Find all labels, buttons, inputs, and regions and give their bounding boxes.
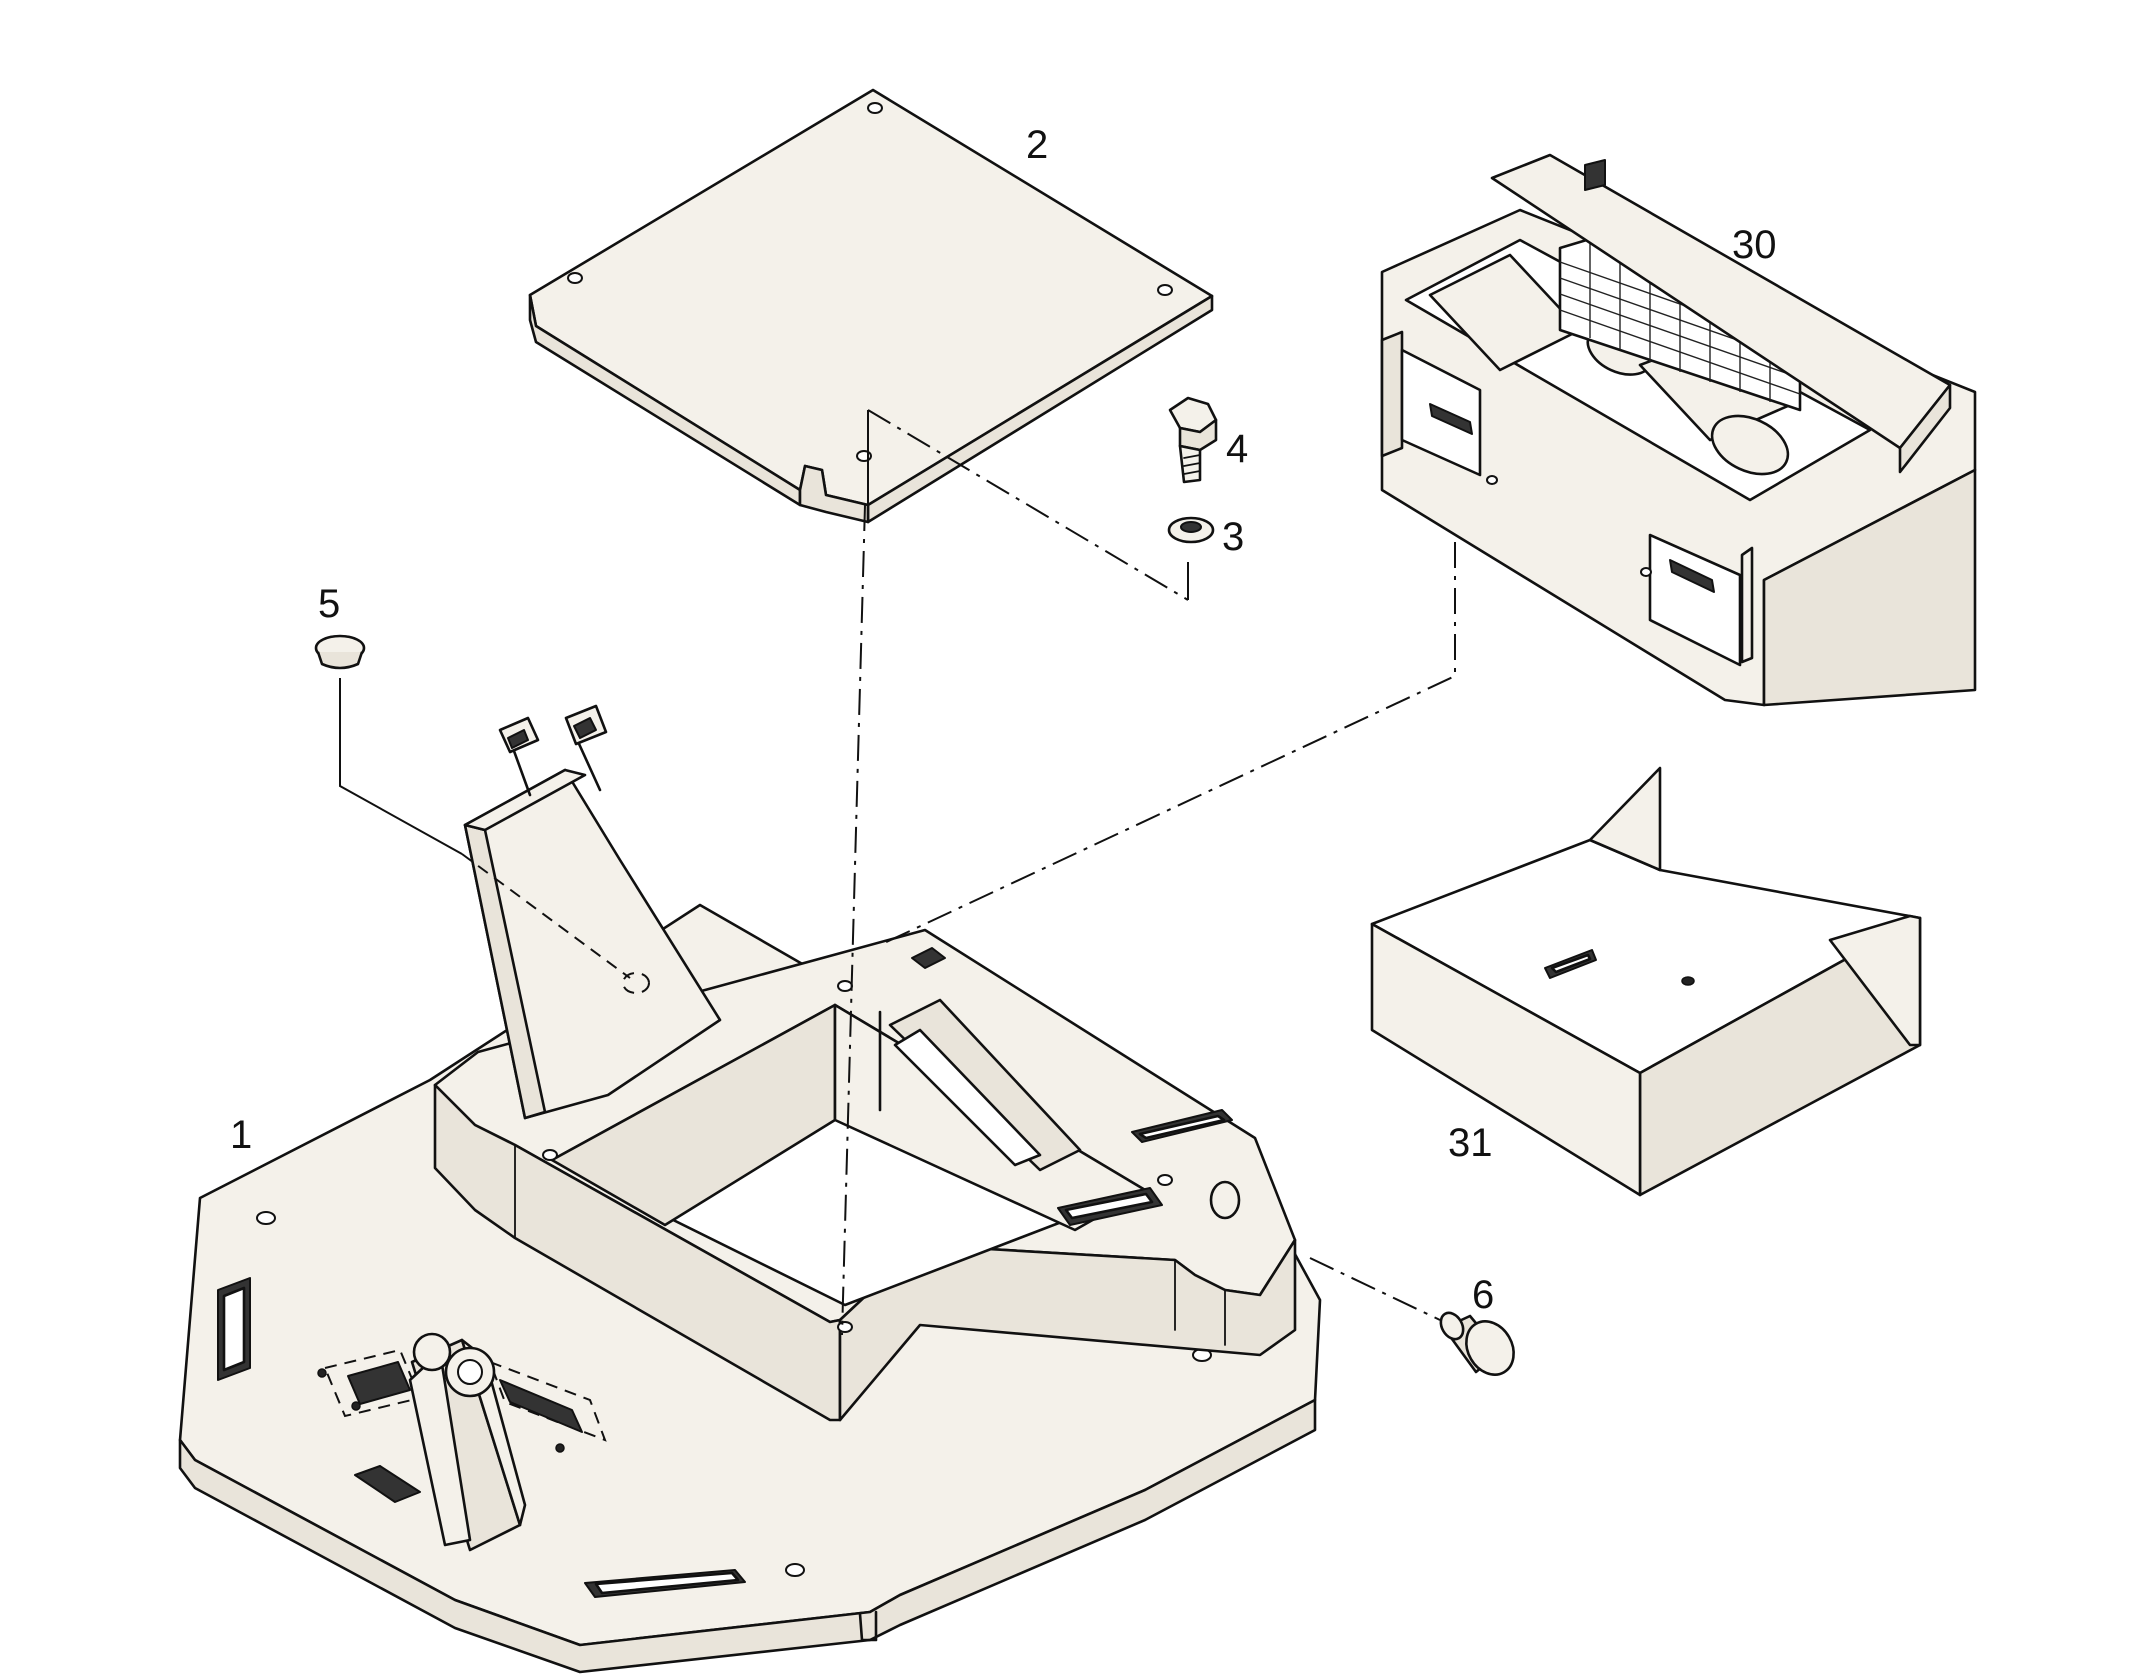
assembly-line-fan [879, 542, 1456, 946]
part-6-plug [1439, 1311, 1515, 1376]
callout-1: 1 [230, 1113, 252, 1157]
part-3-washer [1167, 516, 1215, 544]
part-4-bolt [1168, 396, 1218, 484]
assembly-line-bolt [867, 409, 1189, 601]
part-30-fan-unit [1380, 153, 1977, 707]
part-5-cap [314, 634, 366, 670]
callout-2: 2 [1026, 123, 1048, 167]
callout-30: 30 [1732, 223, 1777, 267]
upright-bracket [463, 704, 722, 1120]
assembly-line-cover [841, 504, 866, 1336]
callout-3: 3 [1222, 515, 1244, 559]
hinge-block [408, 1332, 527, 1552]
part-2-cover-plate [528, 88, 1214, 524]
assembly-line-plug [1309, 1257, 1441, 1321]
part-31-tray [1370, 766, 1922, 1197]
plate-slot-hinge [354, 1465, 421, 1503]
callout-6: 6 [1472, 1273, 1494, 1317]
callout-5: 5 [318, 582, 340, 626]
callout-31: 31 [1448, 1121, 1493, 1165]
callout-4: 4 [1226, 427, 1248, 471]
